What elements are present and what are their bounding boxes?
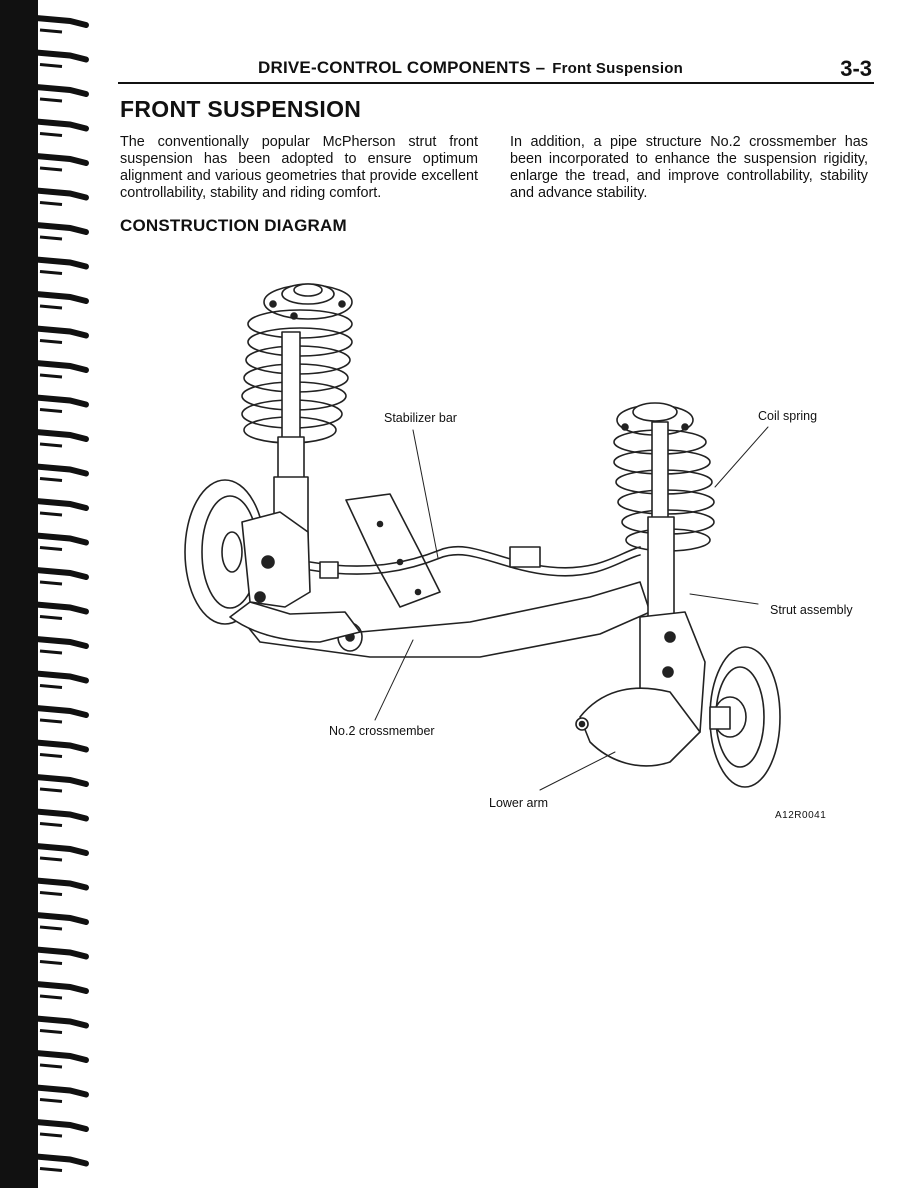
spiral-binding [0,0,89,1188]
left-strut-body [273,331,309,538]
right-strut-top-mount [616,402,694,436]
left-knuckle [241,511,311,608]
left-lower-arm [229,601,361,643]
right-brake-disc [709,646,781,788]
left-strut-top-mount [263,283,353,320]
page-title: FRONT SUSPENSION [120,96,362,122]
label-stabilizer-bar: Stabilizer bar [384,411,457,425]
label-lower-arm: Lower arm [489,796,549,810]
figure-code: A12R0041 [775,810,827,821]
stabilizer-bar [309,545,641,579]
page-number: 3-3 [840,56,872,81]
label-crossmember: No.2 crossmember [329,724,435,738]
intro-paragraph-left: The conventionally popular McPherson str… [120,134,478,201]
leader-lines [374,426,769,791]
section-heading: CONSTRUCTION DIAGRAM [120,216,347,235]
right-strut-body [647,421,675,618]
running-header: DRIVE-CONTROL COMPONENTS – Front Suspens… [258,58,683,78]
suspension-illustration [184,283,781,791]
header-subsection: Front Suspension [552,60,683,77]
header-divider [118,82,874,84]
header-section: DRIVE-CONTROL COMPONENTS – [258,58,546,77]
label-strut-assembly: Strut assembly [770,603,853,617]
intro-paragraph-right: In addition, a pipe structure No.2 cross… [510,134,868,201]
label-coil-spring: Coil spring [758,409,818,423]
